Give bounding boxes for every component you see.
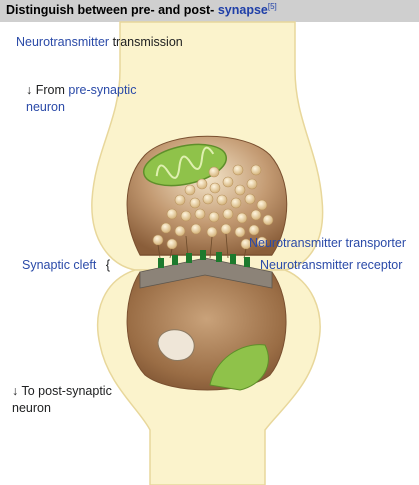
to-postsynaptic-label: ↓ To post-synaptic neuron xyxy=(12,383,112,417)
reference-link[interactable]: [5] xyxy=(267,2,277,11)
header-text: Distinguish between pre- and post- xyxy=(6,3,215,18)
from-arrow-text: ↓ From xyxy=(26,83,65,97)
neurotransmitter-link[interactable]: Neurotransmitter xyxy=(16,35,110,49)
receptors xyxy=(158,250,250,268)
synaptic-vesicles xyxy=(152,164,274,250)
postsynaptic-neuron-text: neuron xyxy=(12,401,51,415)
title-label: Neurotransmitter transmission xyxy=(16,34,183,51)
transporter-link[interactable]: Neurotransmitter transporter xyxy=(249,236,407,250)
from-presynaptic-label: ↓ From pre-synaptic neuron xyxy=(26,82,136,116)
receptor-link[interactable]: Neurotransmitter receptor xyxy=(260,258,403,272)
cleft-brace: { xyxy=(105,258,111,272)
presynaptic-link[interactable]: pre-synaptic xyxy=(68,83,137,97)
transmission-text: transmission xyxy=(112,35,183,49)
golgi-organelle xyxy=(157,329,195,361)
mitochondrion xyxy=(142,143,228,187)
synaptic-cleft-link[interactable]: Synaptic cleft xyxy=(22,258,97,272)
post-mitochondrion xyxy=(209,344,269,391)
synaptic-cleft-label: Synaptic cleft { xyxy=(22,257,110,274)
synapse-link[interactable]: synapse xyxy=(217,3,268,18)
caption-header: Distinguish between pre- and post- synap… xyxy=(0,0,419,22)
presynaptic-neuron-link[interactable]: neuron xyxy=(26,100,65,114)
to-postsynaptic-text: ↓ To post-synaptic xyxy=(12,384,112,398)
